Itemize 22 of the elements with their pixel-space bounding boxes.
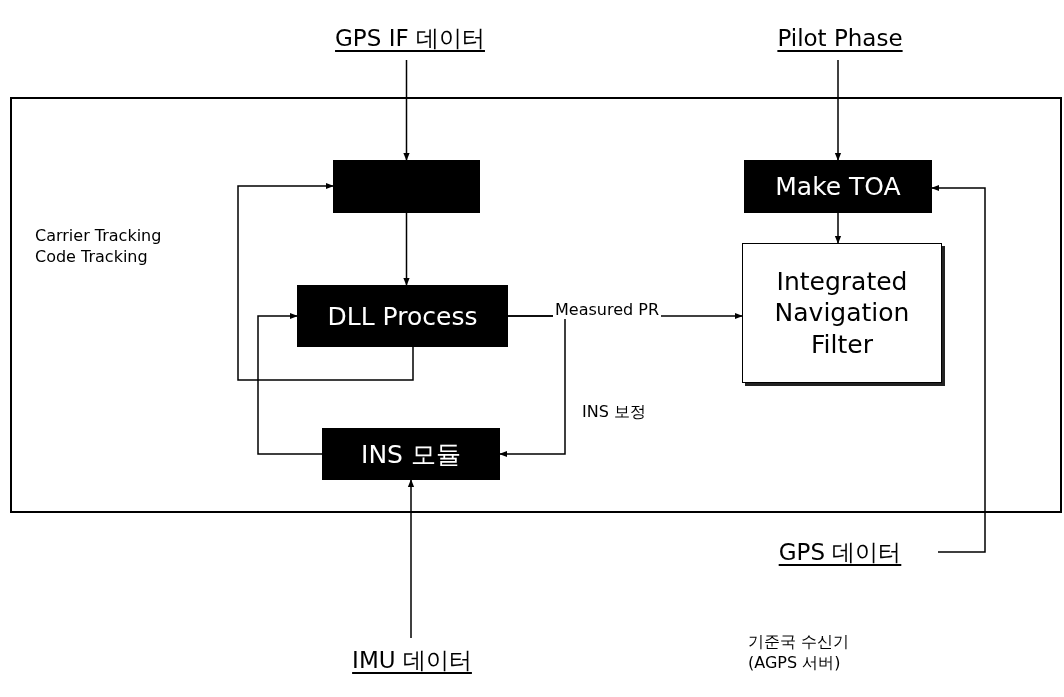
arrow bbox=[403, 59, 410, 161]
arrow bbox=[403, 212, 410, 286]
process-box bbox=[333, 160, 480, 213]
process-box: DLL Process bbox=[297, 285, 508, 347]
data-source-label: GPS IF 데이터 bbox=[318, 16, 502, 60]
data-source-label: Pilot Phase bbox=[742, 16, 938, 60]
process-box: Make TOA bbox=[744, 160, 932, 213]
arrow bbox=[257, 312, 323, 455]
edge-label: Measured PR bbox=[553, 300, 661, 319]
data-source-label: GPS 데이터 bbox=[742, 530, 938, 574]
process-box: INS 모듈 bbox=[322, 428, 500, 480]
arrow bbox=[834, 59, 842, 161]
arrow bbox=[834, 212, 842, 244]
note-text: 기준국 수신기 (AGPS 서버) bbox=[748, 632, 851, 674]
arrow bbox=[499, 315, 566, 458]
arrow bbox=[407, 479, 415, 639]
filter-box: Integrated Navigation Filter bbox=[742, 243, 942, 383]
system-frame bbox=[10, 97, 1062, 513]
arrow bbox=[931, 184, 986, 553]
data-source-label: IMU 데이터 bbox=[320, 638, 504, 682]
note-text: Carrier Tracking Code Tracking bbox=[35, 226, 163, 268]
arrow bbox=[237, 182, 414, 381]
